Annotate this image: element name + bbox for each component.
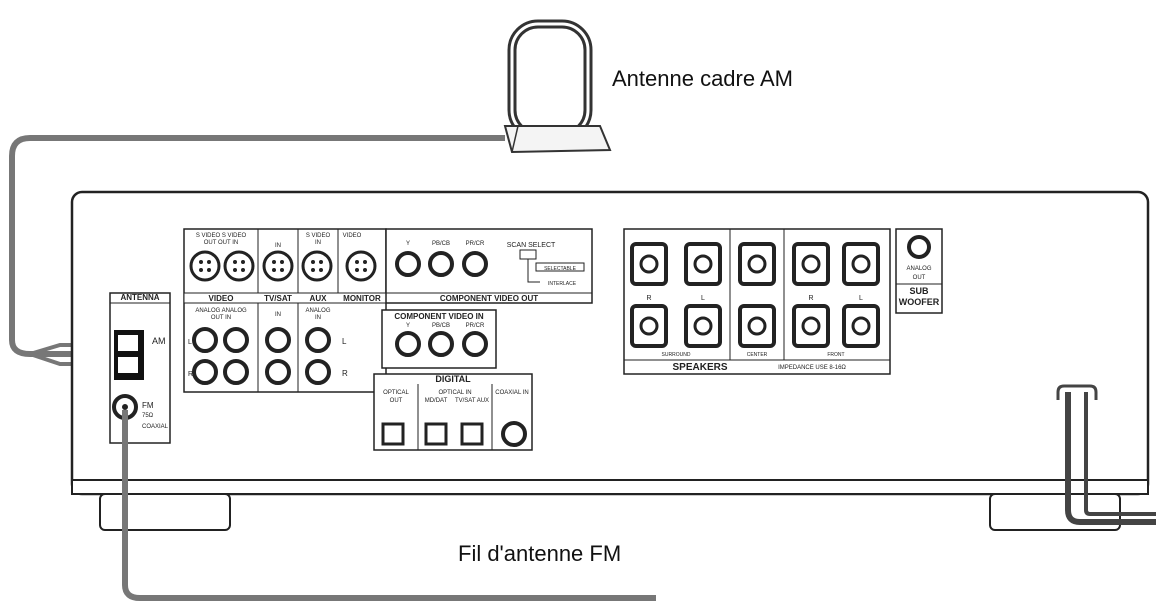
- am-antenna-callout: Antenne cadre AM: [612, 66, 794, 91]
- component-video-in: [381, 309, 497, 369]
- cvo-y-label: Y: [406, 241, 410, 247]
- speaker-terminals: [623, 228, 891, 375]
- coaxial-in-label: COAXIAL IN: [495, 390, 528, 396]
- video-sub-label: OUT OUT IN: [204, 240, 238, 246]
- am-antenna-wire: [8, 135, 505, 357]
- front-l-label: L: [859, 295, 863, 302]
- out-label: OUT: [390, 398, 403, 404]
- center-label: CENTER: [747, 352, 768, 358]
- s-video-jacks: [189, 250, 377, 282]
- aux-l-label: L: [342, 337, 347, 346]
- cvo-pb-label: PB/CB: [432, 241, 450, 247]
- surround-label: SURROUND: [662, 352, 691, 358]
- tvsat-title: TV/SAT: [264, 294, 292, 303]
- coaxial-label: COAXIAL: [142, 424, 169, 430]
- surround-r-label: R: [646, 295, 651, 302]
- aux-title: AUX: [310, 294, 328, 303]
- sub-analog-label: ANALOG: [906, 266, 931, 272]
- surround-l-label: L: [701, 295, 705, 302]
- aux-in-label: IN: [315, 240, 321, 246]
- cvi-pb-label: PB/CB: [432, 323, 450, 329]
- sub-title-2: WOOFER: [899, 297, 940, 307]
- aux-r-label: R: [342, 369, 348, 378]
- monitor-title: MONITOR: [343, 294, 381, 303]
- aux-analog-label: ANALOG: [305, 308, 330, 314]
- monitor-video-label: VIDEO: [343, 233, 362, 239]
- optical-in-label: OPTICAL IN: [438, 390, 471, 396]
- video-analog-sub: OUT IN: [211, 315, 231, 321]
- speakers-title: SPEAKERS: [672, 362, 727, 373]
- fm-label: FM: [142, 401, 154, 410]
- video-analog-label: ANALOG ANALOG: [195, 308, 247, 314]
- digital-title: DIGITAL: [435, 374, 471, 384]
- fm-ohm-label: 75Ω: [142, 413, 154, 419]
- fm-antenna-wire: [122, 410, 656, 601]
- video-r-label: R: [188, 371, 193, 378]
- video-top-label: S VIDEO S VIDEO: [196, 233, 247, 239]
- interlace-label: INTERLACE: [548, 281, 577, 287]
- antenna-section: [109, 292, 171, 444]
- component-video-out-title: COMPONENT VIDEO OUT: [440, 294, 538, 303]
- video-title: VIDEO: [209, 294, 234, 303]
- selectable-label: SELECTABLE: [544, 266, 577, 272]
- cvi-y-label: Y: [406, 323, 410, 329]
- video-l-label: L: [188, 339, 192, 346]
- front-label: FRONT: [827, 352, 844, 358]
- aux-analog-in: IN: [315, 315, 321, 321]
- scan-select-label: SCAN SELECT: [507, 242, 556, 249]
- front-r-label: R: [808, 295, 813, 302]
- tvsat-in2-label: IN: [275, 312, 281, 318]
- subwoofer-out: [895, 228, 943, 314]
- tvsat-aux-label: TV/SAT AUX: [455, 398, 489, 404]
- md-dat-label: MD/DAT: [425, 398, 448, 404]
- analog-rca-jacks: [192, 327, 331, 385]
- fm-antenna-callout: Fil d'antenne FM: [458, 541, 622, 566]
- optical-out-label: OPTICAL: [383, 390, 409, 396]
- antenna-title: ANTENNA: [120, 293, 159, 302]
- tvsat-in-label: IN: [275, 243, 281, 249]
- sub-title-1: SUB: [909, 286, 929, 296]
- sub-out-label: OUT: [913, 275, 926, 281]
- am-label: AM: [152, 336, 166, 346]
- cvo-pr-label: PR/CR: [466, 241, 485, 247]
- am-loop-antenna: [503, 19, 612, 154]
- component-video-in-title: COMPONENT VIDEO IN: [394, 312, 484, 321]
- component-video-out: [385, 228, 593, 304]
- cvi-pr-label: PR/CR: [466, 323, 485, 329]
- digital-section: [373, 373, 533, 451]
- aux-top-label: S VIDEO: [306, 233, 331, 239]
- impedance-label: IMPEDANCE USE 8-16Ω: [778, 365, 846, 371]
- power-cord: [1065, 392, 1156, 525]
